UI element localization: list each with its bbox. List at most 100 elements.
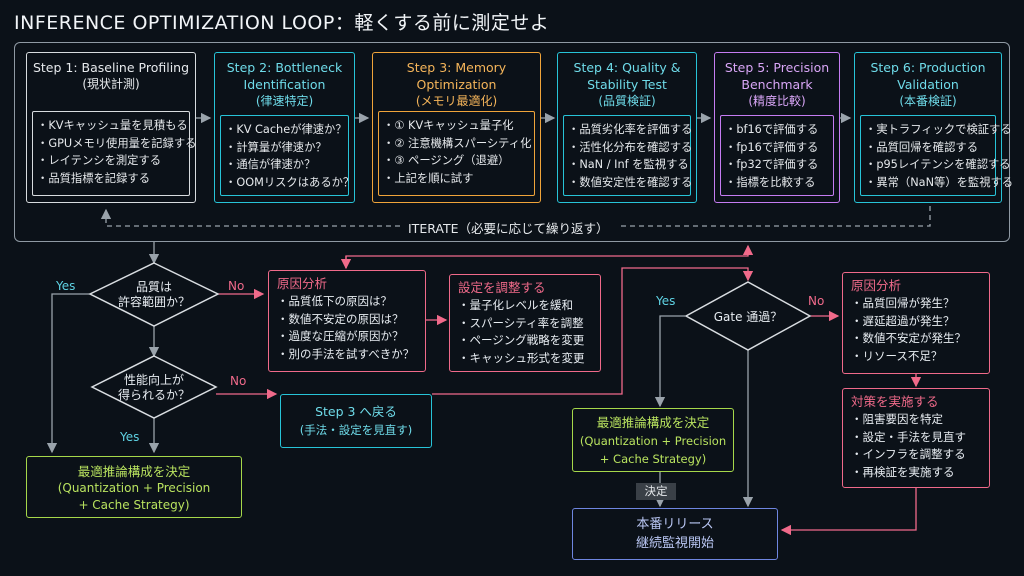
countermeasure-item: ・インフラを調整する <box>851 447 966 461</box>
cause-item: ・別の手法を試すべきか？ <box>277 346 415 361</box>
release-subtitle: 継続監視開始 <box>635 536 714 551</box>
step-item: ・GPUメモリ使用量を記録する <box>37 136 197 150</box>
step-title: Step 4: Quality & <box>573 60 681 75</box>
decision-quality-yes: Yes <box>56 279 76 293</box>
step-item: ・数値安定性を確認する <box>568 175 693 189</box>
cause-analysis-2-box: 原因分析 ・品質回帰が発生？ ・遅延超過が発生？ ・数値不安定が発生？ ・リソー… <box>842 272 990 374</box>
step-item: ・通信が律速か？ <box>225 158 316 171</box>
decide-config-line: + Cache Strategy) <box>599 452 707 466</box>
step-items: ・① KVキャッシュ量子化 ・② 注意機構スパーシティ化 ・③ ページング（退避… <box>378 111 535 196</box>
cause-item: ・リソース不足？ <box>851 348 943 363</box>
page-title: INFERENCE OPTIMIZATION LOOP：軽くする前に測定せよ <box>14 12 550 34</box>
back-to-step-3-title: Step 3 へ戻る <box>315 404 397 419</box>
step-items: ・bf16で評価する ・fp16で評価する ・fp32で評価する ・指標を比較す… <box>720 115 834 196</box>
step-title: Step 6: Production <box>870 60 986 75</box>
decide-config-right-box: 最適推論構成を決定 (Quantization + Precision + Ca… <box>572 408 734 472</box>
back-to-step-3-box: Step 3 へ戻る (手法・設定を見直す) <box>280 394 432 448</box>
optimization-loop-frame <box>14 42 1010 242</box>
gate-text: Gate 通過？ <box>713 310 783 324</box>
step-item: ・OOMリスクはあるか？ <box>225 175 355 189</box>
step-subtitle: (品質検証) <box>598 94 656 108</box>
decision-line: 得られるか？ <box>117 388 190 402</box>
step-items: ・品質劣化率を評価する ・活性化分布を確認する ・NaN / Inf を監視する… <box>563 115 693 196</box>
cause-item: ・品質低下の原因は？ <box>277 294 392 308</box>
gate-no: No <box>808 294 825 308</box>
adjust-item: ・スパーシティ率を調整 <box>458 315 584 330</box>
cause-item: ・数値不安定が発生？ <box>851 331 966 345</box>
adjust-item: ・量子化レベルを緩和 <box>458 298 573 312</box>
step-subtitle: (本番検証) <box>899 94 957 108</box>
countermeasure-item: ・阻害要因を特定 <box>851 412 943 426</box>
step-subtitle: (律速特定) <box>255 94 314 108</box>
step-item: ・指標を比較する <box>725 175 816 189</box>
cause-analysis-heading: 原因分析 <box>851 278 902 293</box>
gate-yes: Yes <box>656 294 676 308</box>
step-title: Step 1: Baseline Profiling <box>32 60 190 75</box>
decision-line: 許容範囲か？ <box>117 295 190 309</box>
cause-analysis-heading: 原因分析 <box>277 276 328 291</box>
decide-tag: 決定 <box>636 483 676 500</box>
cause-item: ・数値不安定の原因は？ <box>277 311 404 326</box>
step-title-line2: Stability Test <box>587 77 667 92</box>
gate-diamond <box>684 281 812 351</box>
step-items: ・KVキャッシュ量を見積もる ・GPUメモリ使用量を記録する ・レイテンシを測定… <box>32 111 197 196</box>
step-items: ・KV Cacheが律速か？ ・計算量が律速か？ ・通信が律速か？ ・OOMリス… <box>220 115 355 196</box>
cause-item: ・過度な圧縮が原因か？ <box>277 329 404 343</box>
decide-config-left-box: 最適推論構成を決定 (Quantization + Precision + Ca… <box>26 456 242 518</box>
adjust-settings-heading: 設定を調整する <box>458 280 546 295</box>
step-subtitle: (精度比較) <box>748 94 806 108</box>
step-2-box: Step 2: Bottleneck Identification (律速特定)… <box>214 52 355 203</box>
production-release-box: 本番リリース 継続監視開始 <box>572 508 778 560</box>
step-item: ・品質劣化率を評価する <box>568 123 693 136</box>
adjust-settings-box: 設定を調整する ・量子化レベルを緩和 ・スパーシティ率を調整 ・ページング戦略を… <box>449 274 601 372</box>
step-title: Step 2: Bottleneck <box>226 60 343 75</box>
step-item: ・② 注意機構スパーシティ化 <box>383 136 532 150</box>
decide-config-title: 最適推論構成を決定 <box>596 415 710 430</box>
decision-line: 品質は <box>135 280 172 294</box>
release-title: 本番リリース <box>636 517 714 532</box>
step-item: ・KVキャッシュ量を見積もる <box>37 119 188 132</box>
countermeasure-item: ・再検証を実施する <box>851 464 955 479</box>
step-subtitle: (メモリ最適化) <box>415 94 498 108</box>
iterate-label: ITERATE（必要に応じて繰り返す） <box>402 218 615 237</box>
step-5-box: Step 5: Precision Benchmark (精度比較) ・bf16… <box>714 52 840 203</box>
step-title: Step 3: Memory Optimization <box>406 60 507 92</box>
step-item: ・NaN / Inf を監視する <box>568 158 689 171</box>
decision-performance-text: 性能向上が 得られるか？ <box>104 373 204 403</box>
decide-config-line: (Quantization + Precision <box>57 481 211 495</box>
step-item: ・① KVキャッシュ量子化 <box>383 119 514 132</box>
cause-item: ・遅延超過が発生？ <box>851 313 955 328</box>
step-item: ・実トラフィックで検証する <box>865 123 1012 136</box>
back-to-step-3-note: (手法・設定を見直す) <box>299 423 413 437</box>
cause-analysis-box: 原因分析 ・品質低下の原因は？ ・数値不安定の原因は？ ・過度な圧縮が原因か？ … <box>268 270 426 372</box>
decision-quality-text: 品質は 許容範囲か？ <box>104 280 204 310</box>
step-item: ・③ ページング（退避） <box>383 154 510 167</box>
step-title: Step 5: Precision <box>724 60 830 75</box>
cause-item: ・品質回帰が発生？ <box>851 296 955 310</box>
step-3-box: Step 3: Memory Optimization (メモリ最適化) ・① … <box>372 52 541 203</box>
decision-performance-diamond <box>90 355 218 419</box>
step-item: ・上記を順に試す <box>383 171 474 185</box>
decision-performance-yes: Yes <box>120 430 140 444</box>
decision-quality-diamond <box>88 262 220 327</box>
countermeasure-item: ・設定・手法を見直す <box>851 429 966 444</box>
step-title-line2: Validation <box>897 77 959 92</box>
decision-line: 性能向上が <box>123 373 184 387</box>
step-item: ・p95レイテンシを確認する <box>865 158 1011 171</box>
step-item: ・計算量が律速か？ <box>225 140 327 154</box>
decide-config-line: (Quantization + Precision <box>579 434 727 448</box>
step-item: ・KV Cacheが律速か？ <box>225 123 347 136</box>
countermeasure-heading: 対策を実施する <box>851 394 939 409</box>
step-4-box: Step 4: Quality & Stability Test (品質検証) … <box>557 52 697 203</box>
step-subtitle: (現状計測) <box>82 77 140 91</box>
step-title-line2: Benchmark <box>741 77 813 92</box>
step-item: ・異常（NaN等）を監視する <box>865 175 1014 189</box>
decide-config-title: 最適推論構成を決定 <box>77 464 191 479</box>
step-item: ・品質指標を記録する <box>37 171 150 185</box>
step-item: ・fp16で評価する <box>725 140 819 154</box>
step-item: ・fp32で評価する <box>725 158 819 171</box>
decide-config-line: + Cache Strategy) <box>78 498 190 512</box>
decision-performance-no: No <box>230 374 247 388</box>
adjust-item: ・キャッシュ形式を変更 <box>458 350 585 365</box>
